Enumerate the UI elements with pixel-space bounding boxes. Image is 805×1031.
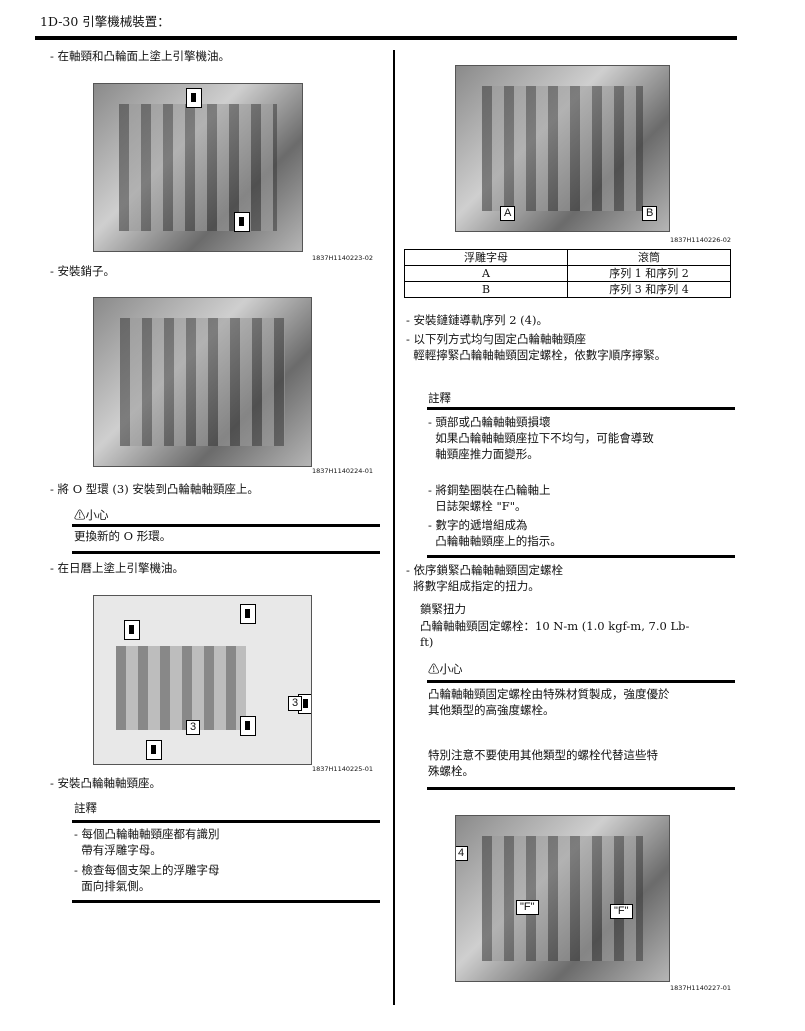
caution-text: 特別注意不要使用其他類型的螺栓代替這些特 xyxy=(428,748,658,762)
note-item: - 檢查每個支架上的浮雕字母 xyxy=(74,863,220,877)
caution-title: ⚠小心 xyxy=(428,662,463,676)
photo-caption: 1837H1140224-01 xyxy=(312,467,373,475)
caution-text: 殊螺栓。 xyxy=(428,764,474,778)
caution-title: ⚠小心 xyxy=(74,508,109,522)
step-torque-text: 將數字組成指定的扭力。 xyxy=(406,579,540,593)
table-cell: 序列 3 和序列 4 xyxy=(567,281,731,298)
header-rule xyxy=(35,36,737,40)
note-item: 日誌架螺栓 "F"。 xyxy=(428,499,527,513)
caution-text: 其他類型的高強度螺栓。 xyxy=(428,703,555,717)
table-cell: A xyxy=(404,265,568,282)
step-oil-journals: - 在軸頸和凸輪面上塗上引擎機油。 xyxy=(50,49,231,63)
oil-icon xyxy=(234,212,250,232)
photo-caption: 1837H1140223-02 xyxy=(312,254,373,262)
step-install-guide: - 安裝鏈鏈導軌序列 2 (4)。 xyxy=(406,313,548,327)
page-header: 1D-30 引擎機械裝置： xyxy=(40,14,170,29)
callout-label: 4 xyxy=(456,846,469,861)
note-rule xyxy=(72,900,380,903)
step-torque-text: - 依序鎖緊凸輪軸軸頸固定螺栓 xyxy=(406,563,564,577)
table-cell: B xyxy=(404,281,568,298)
note-item: 如果凸輪軸軸頸座拉下不均勻，可能會導致 xyxy=(428,431,654,445)
photo-caption: 1837H1140226-02 xyxy=(670,236,731,244)
torque-spec: 凸輪軸軸頸固定螺栓：10 N-m (1.0 kgf-m, 7.0 Lb- xyxy=(420,619,690,633)
note-item: - 頭部或凸輪軸軸頸損壞 xyxy=(428,415,551,429)
photo-journal-holders: 3 3 xyxy=(93,595,312,765)
caution-rule xyxy=(72,551,380,554)
oil-icon xyxy=(240,604,256,624)
torque-title: 鎖緊扭力 xyxy=(420,602,466,616)
note-item: 帶有浮雕字母。 xyxy=(74,843,162,857)
note-item: 凸輪軸軸頸座上的指示。 xyxy=(428,534,562,548)
note-item: 面向排氣側。 xyxy=(74,879,151,893)
oil-icon xyxy=(186,88,202,108)
callout-label: 3 xyxy=(288,696,303,711)
callout-label: "F" xyxy=(610,904,633,919)
note-item: 軸頸座推力面變形。 xyxy=(428,447,539,461)
photo-caption: 1837H1140227-01 xyxy=(670,984,731,992)
table-header: 浮雕字母 xyxy=(404,249,568,266)
photo-holder-letters: A B xyxy=(455,65,670,232)
caution-text: 更換新的 O 形環。 xyxy=(74,529,172,543)
note-item: - 將銅墊圈裝在凸輪軸上 xyxy=(428,483,551,497)
note-rule xyxy=(427,555,735,558)
oil-icon xyxy=(124,620,140,640)
photo-cylinder-head xyxy=(93,83,303,252)
step-install-holders: - 安裝凸輪軸軸頸座。 xyxy=(50,776,162,790)
note-item: - 數字的遞增組成為 xyxy=(428,518,528,532)
callout-label: "F" xyxy=(516,900,539,915)
table-cell: 序列 1 和序列 2 xyxy=(567,265,731,282)
note-rule xyxy=(427,407,735,410)
photo-caption: 1837H1140225-01 xyxy=(312,765,373,773)
table-header: 滾筒 xyxy=(567,249,731,266)
caution-rule xyxy=(72,524,380,527)
step-install-o-ring: - 將 O 型環 (3) 安裝到凸輪軸軸頸座上。 xyxy=(50,482,259,496)
note-title: 註釋 xyxy=(74,801,97,815)
photo-dowel-pins xyxy=(93,297,312,467)
photo-tightening-sequence: 4 "F" "F" xyxy=(455,815,670,982)
note-title: 註釋 xyxy=(428,391,451,405)
caution-rule xyxy=(427,680,735,683)
note-item: - 每個凸輪軸軸頸座都有識別 xyxy=(74,827,220,841)
callout-label: 3 xyxy=(186,720,201,735)
callout-label: A xyxy=(500,206,516,221)
oil-icon xyxy=(240,716,256,736)
caution-rule xyxy=(427,787,735,790)
torque-spec: ft) xyxy=(420,635,434,649)
step-tighten-text: 輕輕擰緊凸輪軸軸頸固定螺栓，依數字順序擰緊。 xyxy=(406,348,667,362)
caution-text: 凸輪軸軸頸固定螺栓由特殊材質製成，強度優於 xyxy=(428,687,670,701)
oil-icon xyxy=(146,740,162,760)
note-rule xyxy=(72,820,380,823)
callout-label: B xyxy=(642,206,658,221)
step-install-dowels: - 安裝銷子。 xyxy=(50,264,116,278)
step-tighten-text: - 以下列方式均勻固定凸輪軸軸頸座 xyxy=(406,332,587,346)
step-oil-bearings: - 在日曆上塗上引擎機油。 xyxy=(50,561,185,575)
column-divider xyxy=(393,50,395,1005)
